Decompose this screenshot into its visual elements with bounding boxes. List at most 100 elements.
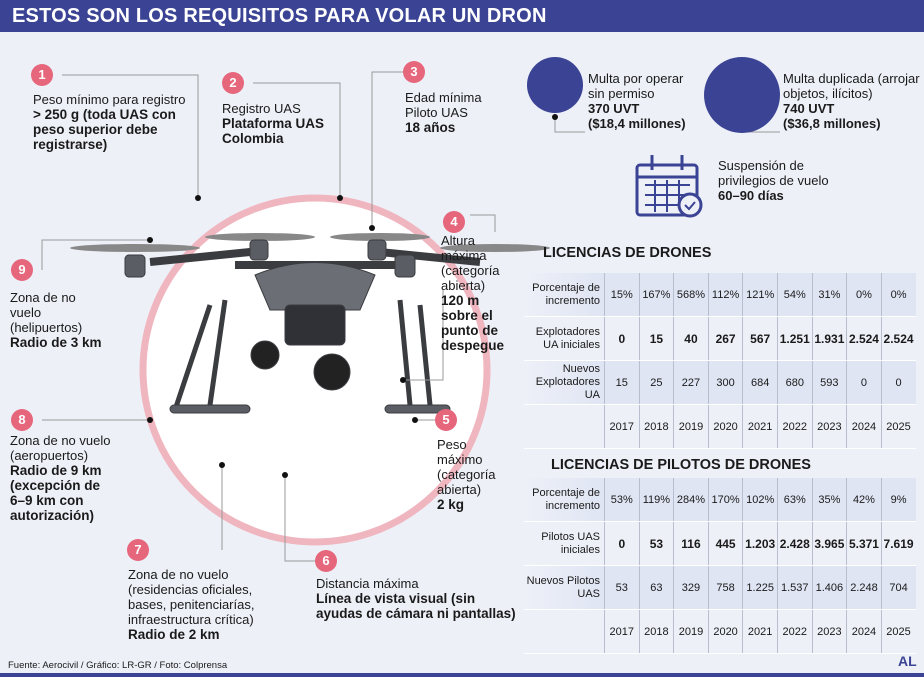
badge-4: 4 <box>443 211 465 233</box>
fine-2: Multa duplicada (arrojar objetos, ilícit… <box>783 71 923 131</box>
callout-1: Peso mínimo para registro> 250 g (toda U… <box>33 92 193 152</box>
logo: AL <box>898 653 917 669</box>
table-cell: 42% <box>846 478 881 521</box>
callout-value: 120 m sobre el punto de despegue <box>441 293 505 353</box>
table-cell: 1.537 <box>776 566 812 609</box>
badge-1: 1 <box>31 64 53 86</box>
table-cell: 2017 <box>604 610 639 653</box>
row-label: Nuevos Explotadores UA <box>535 363 600 401</box>
fine-value: 370 UVT <box>588 101 640 116</box>
callout-label: Altura máxima (categoría abierta) <box>441 233 500 293</box>
table-cell: 0 <box>846 361 881 404</box>
fine-money: ($18,4 millones) <box>588 116 686 131</box>
callout-value: Plataforma UAS Colombia <box>222 116 325 146</box>
table-cell: 2025 <box>880 610 916 653</box>
table-cell: 2019 <box>673 405 708 448</box>
table-cell: 63% <box>776 478 812 521</box>
table-cell: 7.619 <box>880 522 916 565</box>
callout-4: Altura máxima (categoría abierta)120 m s… <box>441 233 516 353</box>
table-cell: 2024 <box>846 610 881 653</box>
table-cell: 2.248 <box>846 566 881 609</box>
table-cell: 684 <box>742 361 777 404</box>
page-title: ESTOS SON LOS REQUISITOS PARA VOLAR UN D… <box>12 5 547 27</box>
badge-3: 3 <box>403 61 425 83</box>
table-cell: 1.406 <box>811 566 847 609</box>
calendar-icon <box>635 155 703 218</box>
callout-value: 2 kg <box>437 497 465 512</box>
table-cell: 300 <box>707 361 743 404</box>
row-label: Pilotos UAS iniciales <box>541 530 600 556</box>
callout-dots <box>147 114 746 478</box>
table-cell: 0% <box>846 273 881 316</box>
table-cell: 35% <box>811 478 847 521</box>
callout-label: Edad mínima Piloto UAS <box>405 90 482 120</box>
table-cell: 267 <box>707 317 743 360</box>
table-cell: 2017 <box>604 405 639 448</box>
callout-value: Radio de 9 km (excepción de 6–9 km con a… <box>10 463 102 523</box>
badge-5: 5 <box>435 409 457 431</box>
drone-image <box>70 233 550 414</box>
table-cell: 2025 <box>880 405 916 448</box>
callout-label: Peso mínimo para registro <box>33 92 186 107</box>
table-cell: 15% <box>604 273 639 316</box>
table-cell: 567 <box>742 317 777 360</box>
row-label: Explotadores UA iniciales <box>535 325 600 351</box>
table-cell: 15 <box>604 361 639 404</box>
table-cell: 2022 <box>776 405 812 448</box>
table-cell: 63 <box>638 566 674 609</box>
table-cell: 53 <box>638 522 674 565</box>
callout-value: 18 años <box>405 120 456 135</box>
table-cell: 2023 <box>811 405 847 448</box>
table-cell: 1.931 <box>811 317 847 360</box>
table-cell: 704 <box>880 566 916 609</box>
table-cell: 0% <box>880 273 916 316</box>
table-cell: 1.203 <box>742 522 777 565</box>
fine-label: Multa duplicada (arrojar objetos, ilícit… <box>783 71 920 101</box>
fine-money: ($36,8 millones) <box>783 116 881 131</box>
table-cell: 0 <box>604 522 639 565</box>
table-drones-title: LICENCIAS DE DRONES <box>543 245 712 261</box>
callout-label: Peso máximo (categoría abierta) <box>437 437 496 497</box>
row-label: Porcentaje de incremento <box>532 281 600 307</box>
bottom-bar <box>0 673 924 677</box>
suspension-label: Suspensión de privilegios de vuelo <box>718 158 829 188</box>
table-cell: 2019 <box>673 610 708 653</box>
table-cell: 329 <box>673 566 708 609</box>
table-cell: 2023 <box>811 610 847 653</box>
callout-7: Zona de no vuelo (residencias oficiales,… <box>128 567 288 642</box>
fine-circle-large <box>704 57 780 133</box>
table-cell: 2020 <box>707 405 743 448</box>
table-cell: 2021 <box>742 405 777 448</box>
callout-value: Línea de vista visual (sin ayudas de cám… <box>316 591 516 621</box>
callout-value: Radio de 2 km <box>128 627 220 642</box>
badge-8: 8 <box>11 409 33 431</box>
table-cell: 112% <box>707 273 743 316</box>
callout-label: Distancia máxima <box>316 576 419 591</box>
table-cell: 31% <box>811 273 847 316</box>
table-cell: 167% <box>638 273 674 316</box>
fine-value: 740 UVT <box>783 101 835 116</box>
table-cell: 9% <box>880 478 916 521</box>
table-cell: 568% <box>673 273 708 316</box>
table-cell: 445 <box>707 522 743 565</box>
callout-5: Peso máximo (categoría abierta)2 kg <box>437 437 507 512</box>
callout-value: Radio de 3 km <box>10 335 102 350</box>
table-cell: 2021 <box>742 610 777 653</box>
table-cell: 15 <box>638 317 674 360</box>
fine-circle-small <box>527 57 583 113</box>
table-cell: 25 <box>638 361 674 404</box>
suspension-value: 60–90 días <box>718 188 784 203</box>
table-cell: 54% <box>776 273 812 316</box>
callout-9: Zona de no vuelo (helipuertos)Radio de 3… <box>10 290 105 350</box>
table-cell: 2018 <box>638 405 674 448</box>
table-cell: 40 <box>673 317 708 360</box>
